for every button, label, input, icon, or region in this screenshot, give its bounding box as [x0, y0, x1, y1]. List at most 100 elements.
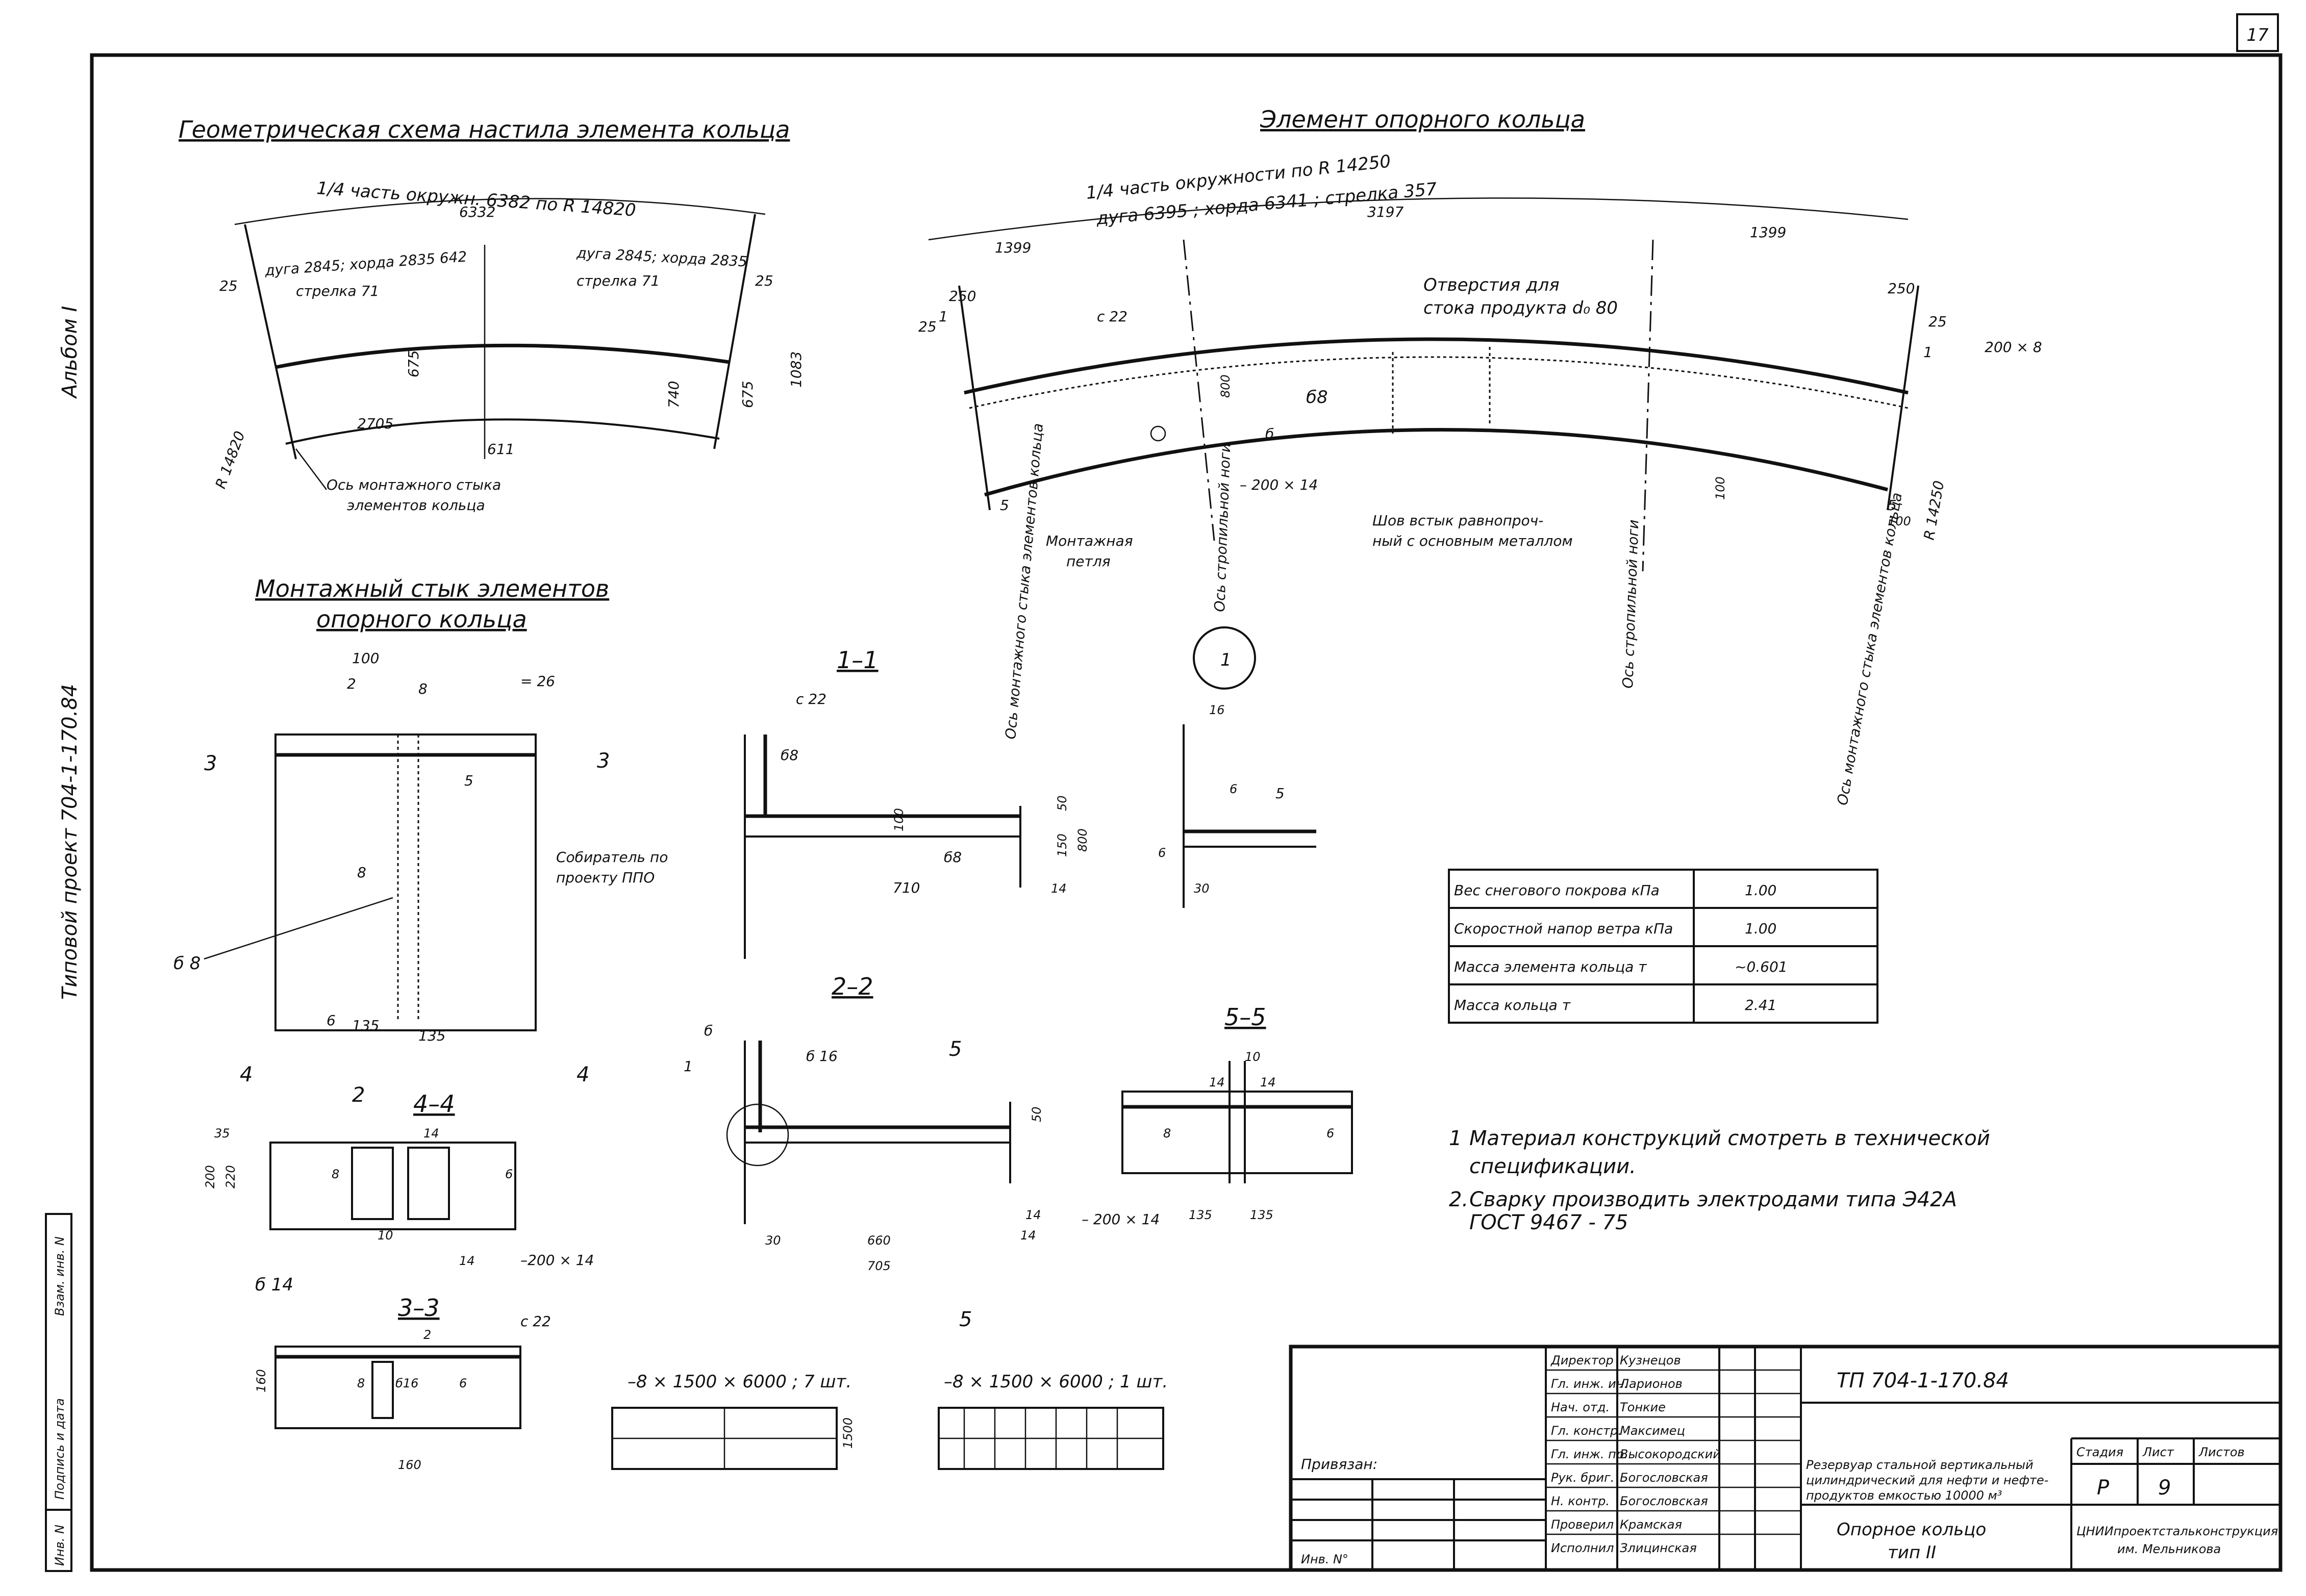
svg-text:2.: 2.	[1449, 1188, 1468, 1211]
svg-text:продуктов емкостью 10000 м³: продуктов емкостью 10000 м³	[1806, 1488, 2002, 1503]
svg-text:Монтажная: Монтажная	[1046, 533, 1133, 549]
field-replace: Взам. инв. N	[53, 1236, 67, 1316]
doc-code: ТП 704-1-170.84	[1837, 1369, 2009, 1392]
section-5-5: 5–5 10 14 14 135 135 – 200 × 14 8 6	[1082, 1003, 1353, 1228]
svg-text:30: 30	[765, 1233, 781, 1248]
svg-text:3–3: 3–3	[398, 1294, 440, 1322]
svg-text:Собиратель по: Собиратель по	[556, 849, 668, 866]
svg-text:6: 6	[505, 1167, 513, 1181]
load-row-value: ~0.601	[1735, 958, 1788, 975]
node-1-marker	[1193, 626, 1256, 690]
mount-loop-icon	[1150, 425, 1166, 442]
svg-text:спецификации.: спецификации.	[1469, 1155, 1636, 1178]
field-signature: Подпись и дата	[53, 1398, 67, 1500]
node-1-detail: 16 6 5 6 30	[1158, 703, 1316, 908]
staff-name: Злицинская	[1620, 1541, 1697, 1555]
svg-text:200 × 8: 200 × 8	[1985, 339, 2042, 356]
svg-text:1: 1	[939, 308, 948, 325]
field-inv: Инв. N	[53, 1525, 67, 1566]
geometric-scheme: Геометрическая схема настила элемента ко…	[179, 116, 805, 514]
svg-text:800: 800	[1075, 828, 1090, 852]
svg-text:Ось монтажного стыка элементов: Ось монтажного стыка элементов кольца	[1834, 491, 1905, 806]
sheet-number: 17	[2246, 25, 2269, 45]
svg-text:б8: б8	[944, 849, 962, 866]
svg-text:135: 135	[1189, 1208, 1212, 1222]
svg-text:ЦНИИпроектстальконструкция: ЦНИИпроектстальконструкция	[2076, 1524, 2278, 1538]
svg-text:50: 50	[1030, 1106, 1044, 1122]
svg-text:25: 25	[219, 277, 238, 294]
svg-text:3197: 3197	[1367, 204, 1403, 220]
svg-text:с 22: с 22	[796, 691, 826, 707]
svg-text:30: 30	[1194, 881, 1210, 896]
svg-text:4: 4	[576, 1063, 589, 1086]
staff-role: Нач. отд.	[1551, 1400, 1610, 1414]
svg-text:14: 14	[423, 1126, 439, 1141]
svg-text:стрелка 71: стрелка 71	[576, 272, 660, 289]
title-block: ТП 704-1-170.84 Привязан: Инв. N° Директ…	[1289, 1345, 2283, 1572]
svg-text:Резервуар стальной вертикальны: Резервуар стальной вертикальный	[1806, 1458, 2034, 1472]
section-4-4: 4–4 14 35 200 220 10 14 –200 × 14 б 14 8…	[203, 1090, 594, 1295]
ring-top-flange	[964, 337, 1909, 395]
section-1-1: 1–1 с 22 б8 б8 710 100 150 800 50 14	[744, 646, 1090, 959]
svg-text:б8: б8	[1306, 387, 1328, 408]
svg-text:705: 705	[867, 1259, 891, 1273]
svg-text:Ось монтажного стыка элементов: Ось монтажного стыка элементов кольца	[1002, 422, 1046, 740]
svg-text:3: 3	[597, 749, 610, 773]
svg-text:1–1: 1–1	[837, 646, 879, 674]
staff-name: Максимец	[1620, 1424, 1685, 1438]
svg-text:б 16: б 16	[806, 1048, 838, 1065]
load-row-label: Масса элемента кольца т	[1454, 958, 1647, 975]
svg-text:5: 5	[464, 772, 473, 789]
project-label: Типовой проект 704-1-170.84	[58, 684, 82, 1000]
staff-name: Ларионов	[1619, 1377, 1683, 1391]
load-row-label: Скоростной напор ветра кПа	[1454, 920, 1673, 937]
svg-text:1: 1	[1220, 650, 1232, 670]
staff-name: Тонкие	[1620, 1400, 1666, 1414]
svg-text:стока продукта d₀ 80: стока продукта d₀ 80	[1423, 298, 1618, 318]
svg-text:100: 100	[1888, 514, 1911, 528]
section-3-3: 3–3 2 с 22 160 160 б16 8 6	[254, 1294, 551, 1472]
load-row-label: Вес снегового покрова кПа	[1454, 882, 1660, 899]
svg-text:4–4: 4–4	[413, 1090, 455, 1118]
svg-text:Ось стропильной ноги: Ось стропильной ноги	[1211, 443, 1234, 612]
svg-text:6: 6	[1326, 1126, 1334, 1141]
svg-text:Ось стропильной ноги: Ось стропильной ноги	[1619, 519, 1642, 689]
ring-element-title: Элемент опорного кольца	[1260, 106, 1585, 133]
svg-text:2705: 2705	[357, 415, 393, 432]
svg-text:8: 8	[357, 864, 366, 881]
ring-element: Элемент опорного кольца 1/4 часть окружн…	[918, 106, 2042, 806]
svg-text:135: 135	[352, 1017, 379, 1034]
svg-text:1: 1	[1923, 344, 1933, 361]
staff-role: Директор	[1550, 1353, 1614, 1367]
svg-text:100: 100	[352, 650, 379, 667]
svg-text:= 26: = 26	[520, 673, 555, 690]
svg-text:6: 6	[1230, 782, 1237, 796]
svg-text:135: 135	[1250, 1208, 1273, 1222]
svg-text:5: 5	[1888, 497, 1897, 514]
svg-text:150: 150	[1055, 833, 1069, 857]
svg-text:проекту ППО: проекту ППО	[556, 869, 655, 886]
svg-text:1399: 1399	[995, 239, 1031, 256]
svg-text:3: 3	[204, 752, 217, 775]
load-row-value: 1.00	[1745, 882, 1776, 899]
svg-text:–8 × 1500 × 6000 ; 1 шт.: –8 × 1500 × 6000 ; 1 шт.	[944, 1372, 1168, 1392]
svg-text:Лист: Лист	[2142, 1445, 2174, 1459]
svg-text:25: 25	[918, 318, 937, 335]
svg-text:б16: б16	[395, 1376, 418, 1390]
svg-text:б 14: б 14	[255, 1275, 293, 1295]
staff-role: Гл. инж. пр.	[1551, 1447, 1628, 1461]
left-strip	[45, 1213, 72, 1572]
sheet-number-box	[2236, 13, 2279, 52]
svg-text:8: 8	[1163, 1126, 1171, 1141]
svg-text:Отверстия для: Отверстия для	[1423, 275, 1560, 295]
svg-text:–200 × 14: –200 × 14	[520, 1252, 594, 1269]
svg-text:35: 35	[214, 1126, 230, 1141]
svg-text:дуга 2845; хорда 2835 642: дуга 2845; хорда 2835 642	[264, 248, 467, 279]
svg-text:200: 200	[203, 1165, 217, 1188]
svg-text:9: 9	[2158, 1476, 2171, 1500]
svg-text:– 200 × 14: – 200 × 14	[1240, 476, 1318, 493]
svg-text:Р: Р	[2097, 1476, 2110, 1500]
svg-text:660: 660	[867, 1233, 891, 1248]
svg-text:б 8: б 8	[173, 953, 200, 974]
